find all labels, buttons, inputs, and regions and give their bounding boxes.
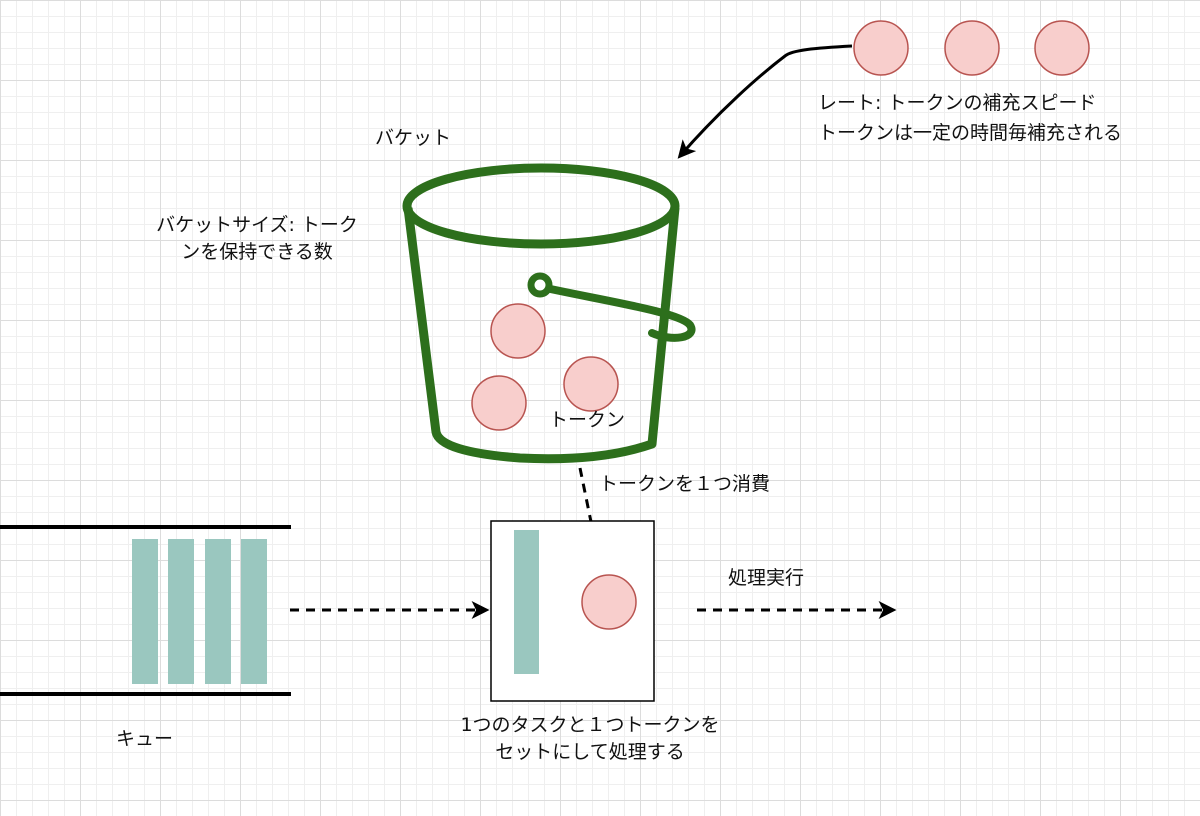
queued-task — [132, 539, 158, 684]
processing-token — [581, 574, 637, 630]
incoming-token — [1034, 20, 1090, 76]
bucket-token — [490, 303, 546, 359]
consume-label: トークンを１つ消費 — [599, 473, 771, 495]
bucket-token — [471, 375, 527, 431]
set-label: 1つのタスクと１つトークンを セットにして処理する — [430, 712, 750, 766]
queued-task — [205, 539, 231, 684]
set-label-line1: 1つのタスクと１つトークンを — [460, 714, 720, 736]
set-label-line2: セットにして処理する — [495, 741, 685, 763]
queued-task — [168, 539, 194, 684]
rate-label: レート: トークンの補充スピード トークンは一定の時間毎補充される — [818, 90, 1122, 147]
queued-task — [241, 539, 267, 684]
token-label: トークン — [549, 409, 626, 431]
rate-label-line2: トークンは一定の時間毎補充される — [818, 122, 1123, 144]
processing-task — [514, 530, 539, 674]
bucket-size-label-line1: バケットサイズ: トーク — [156, 214, 358, 236]
bucket-label: バケット — [375, 127, 452, 149]
bucket-token — [563, 356, 619, 412]
incoming-token — [944, 20, 1000, 76]
bucket-size-label-line2: ンを保持できる数 — [181, 241, 333, 263]
rate-label-line1: レート: トークンの補充スピード — [818, 92, 1097, 114]
queue-label: キュー — [116, 728, 174, 750]
execute-label: 処理実行 — [728, 567, 805, 589]
bucket-icon — [402, 163, 696, 464]
refill-arrow — [677, 44, 853, 159]
incoming-token — [853, 20, 909, 76]
bucket-size-label: バケットサイズ: トーク ンを保持できる数 — [150, 212, 364, 266]
